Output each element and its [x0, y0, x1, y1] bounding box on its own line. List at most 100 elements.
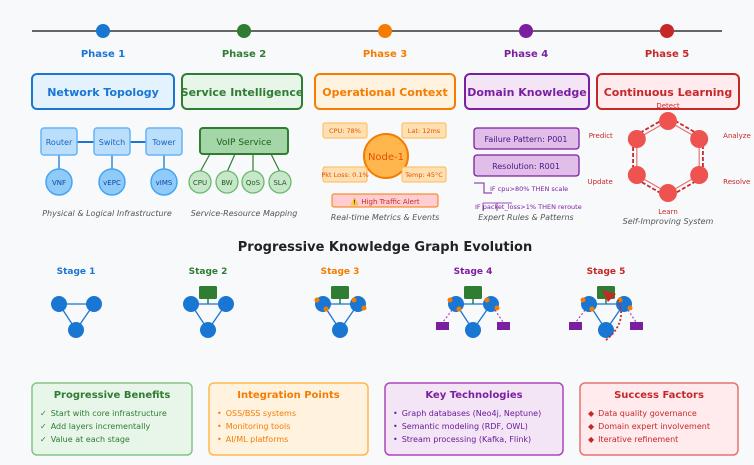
- card-item: ◆Iterative refinement: [588, 435, 678, 444]
- cycle-node-predict: [627, 130, 646, 148]
- card-item: •Stream processing (Kafka, Flink): [393, 435, 531, 444]
- function-node-vims: [150, 168, 178, 196]
- graph-node: [465, 322, 481, 338]
- metric-node: [361, 305, 367, 311]
- device-box-router: [40, 127, 78, 156]
- metric-node: [589, 306, 595, 312]
- phase-2-caption: Service-Resource Mapping: [191, 209, 298, 218]
- service-box: [199, 127, 289, 155]
- rule-link: [627, 309, 637, 323]
- card-item-text: Iterative refinement: [598, 435, 678, 444]
- resource-node-bw: [215, 170, 239, 194]
- phase-1-label: Phase 1: [81, 49, 125, 60]
- metric-node: [351, 297, 357, 303]
- card-title: Success Factors: [614, 390, 704, 401]
- node-label: Node-1: [368, 152, 404, 163]
- learning-feedback-edge: [605, 299, 622, 341]
- metric-node: [580, 297, 586, 303]
- card-item-text: Graph databases (Neo4j, Neptune): [402, 409, 542, 418]
- metric-node: [456, 306, 462, 312]
- phase-5-title: Continuous Learning: [604, 86, 733, 99]
- cycle-node-analyze: [690, 130, 709, 148]
- card-item-text: Start with core infrastructure: [51, 409, 167, 418]
- cycle-step-label: Analyze: [723, 132, 751, 140]
- card-key-technologies: [384, 382, 564, 456]
- rule-link: [575, 309, 586, 323]
- bullet-icon: ◆: [588, 422, 595, 431]
- resource-label: CPU: [193, 179, 207, 187]
- alert-text: ⚠️ High Traffic Alert: [350, 197, 419, 206]
- card-item-text: OSS/BSS systems: [226, 409, 296, 418]
- card-item-text: Add layers incrementally: [51, 422, 151, 431]
- stage-4-label: Stage 4: [454, 267, 493, 277]
- metric-label: Pkt Loss: 0.1%: [321, 171, 368, 179]
- resolution-box: [473, 154, 580, 177]
- bullet-icon: ✓: [40, 435, 47, 444]
- phase-2-title: Service Intelligence: [181, 86, 304, 99]
- card-title: Key Technologies: [425, 390, 522, 401]
- resource-node-qos: [241, 170, 265, 194]
- card-integration-points: [208, 382, 369, 456]
- failure-pattern-box: [473, 127, 580, 150]
- phase-3-title: Operational Context: [322, 86, 448, 99]
- device-box-tower: [145, 127, 183, 156]
- service-layer-node: [199, 286, 217, 299]
- phase-4-dot: [519, 24, 533, 38]
- phase-1-title-box: [31, 73, 175, 110]
- bullet-icon: •: [393, 422, 398, 431]
- cycle-step-label: Predict: [589, 132, 613, 140]
- card-item-text: AI/ML platforms: [226, 435, 289, 444]
- rule-node: [436, 322, 449, 330]
- phase-4-label: Phase 4: [504, 49, 548, 60]
- resolution-text: Resolution: R001: [492, 162, 560, 171]
- card-item-text: Domain expert involvement: [598, 422, 710, 431]
- metric-node: [314, 297, 320, 303]
- stage-3-label: Stage 3: [321, 267, 360, 277]
- rule-2: IF packet_loss>1% THEN reroute: [475, 203, 582, 211]
- service-layer-node: [464, 286, 482, 299]
- bullet-icon: ✓: [40, 422, 47, 431]
- phase-1-dot: [96, 24, 110, 38]
- phase-3-caption: Real-time Metrics & Events: [331, 213, 440, 222]
- device-label: Tower: [151, 138, 176, 147]
- graph-node: [332, 322, 348, 338]
- metric-node: [447, 297, 453, 303]
- device-label: Switch: [99, 138, 125, 147]
- graph-node: [86, 296, 102, 312]
- phase-5-dot: [660, 24, 674, 38]
- phase-1-caption: Physical & Logical Infrastructure: [42, 209, 172, 218]
- device-box-switch: [93, 127, 131, 156]
- cycle-step-label: Resolve: [723, 178, 750, 186]
- rule-link: [442, 309, 453, 323]
- card-progressive-benefits: [31, 382, 193, 456]
- phase-5-title-box: [596, 73, 740, 110]
- phase-2-title-box: [181, 73, 303, 110]
- phase-4-title: Domain Knowledge: [467, 86, 587, 99]
- phase-2-label: Phase 2: [222, 49, 266, 60]
- graph-node: [218, 296, 234, 312]
- card-item-text: Data quality governance: [598, 409, 697, 418]
- bullet-icon: •: [217, 435, 222, 444]
- metric-box: [322, 166, 368, 183]
- cycle-node-update: [627, 166, 646, 184]
- function-node-vepc: [98, 168, 126, 196]
- resource-node-cpu: [188, 170, 212, 194]
- phase-2-dot: [237, 24, 251, 38]
- metric-label: Temp: 45°C: [404, 171, 443, 179]
- card-item-text: Stream processing (Kafka, Flink): [402, 435, 531, 444]
- cycle-node-detect: [659, 112, 677, 130]
- card-item-text: Monitoring tools: [226, 422, 291, 431]
- rule-1: IF cpu>80% THEN scale: [490, 185, 568, 193]
- cycle-step-label: Update: [587, 178, 612, 186]
- service-name: VoIP Service: [216, 138, 272, 148]
- phase-1-title: Network Topology: [47, 86, 159, 99]
- cycle-step-label: Detect: [656, 102, 680, 110]
- function-label: VNF: [52, 179, 66, 187]
- card-item: • AI/ML platforms: [217, 435, 288, 444]
- card-item: •Semantic modeling (RDF, OWL): [393, 422, 528, 431]
- rule-node: [630, 322, 643, 330]
